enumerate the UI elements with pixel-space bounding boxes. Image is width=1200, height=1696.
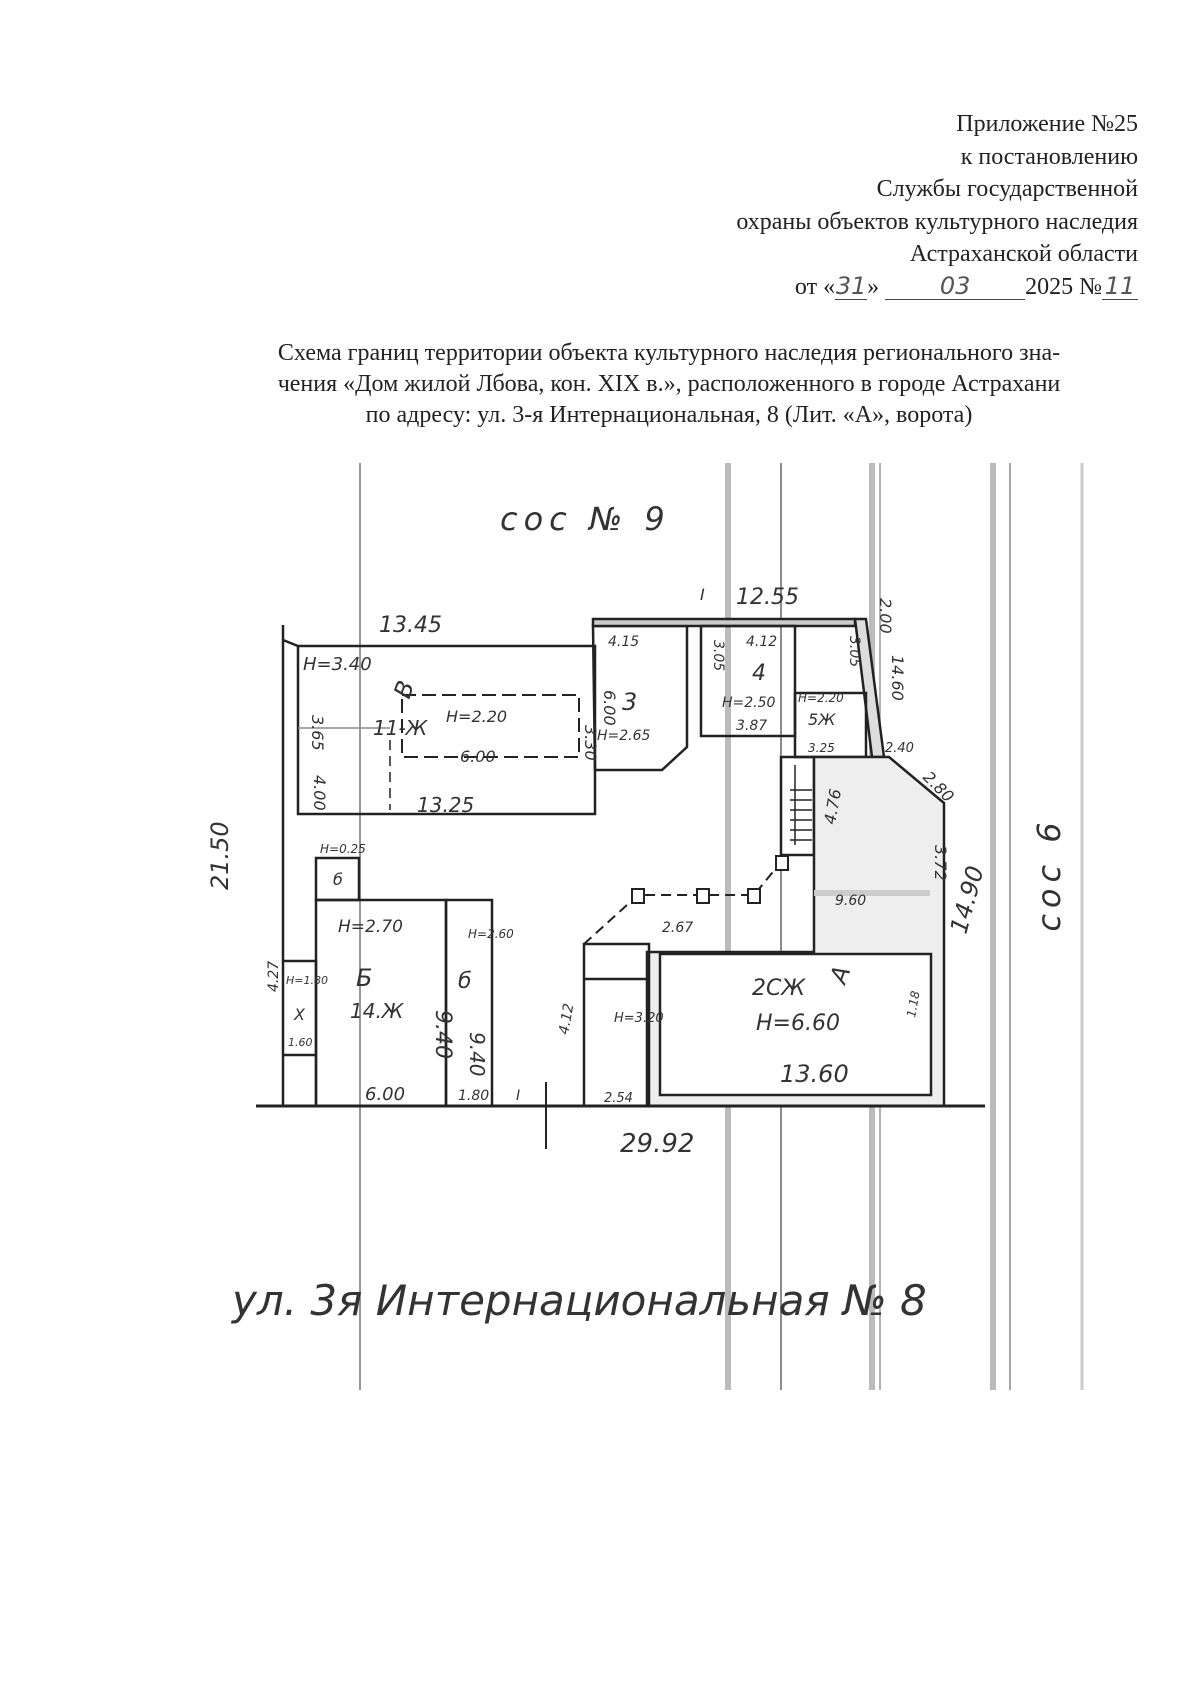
dimension-label: H=3.20 [614,1011,664,1026]
number-handwritten: 11 [1102,273,1138,300]
appendix-header: Приложение №25 к постановлению Службы го… [736,108,1138,303]
dimension-label: 4.12 [556,1002,577,1036]
dimension-label: 3.25 [808,741,835,755]
day-handwritten: 31 [835,271,868,300]
title-line: по адресу: ул. 3-я Интернациональная, 8 … [365,402,973,428]
boundary-left [282,638,299,648]
title-line: Схема границ территории объекта культурн… [277,340,1061,366]
dimension-label: H=2.50 [722,695,776,711]
dimension-label: 2.00 [876,598,895,634]
dimension-label: I [700,585,705,604]
dimension-label: 13.60 [780,1060,849,1088]
dimension-label: 2.54 [604,1091,633,1106]
fence-post [631,888,645,904]
dimension-label: 4 [752,661,766,686]
dimension-label: 4.15 [608,634,639,650]
dimension-label: 6.00 [600,690,619,726]
dimension-label: H=2.65 [597,728,651,744]
dimension-label: 3.87 [736,718,767,734]
dimension-label: 14.60 [888,655,907,701]
dimension-label: В [388,677,420,702]
dimension-label: 4.00 [310,775,329,811]
dimension-label: 29.92 [620,1129,694,1159]
dimension-label: 2.40 [885,741,914,756]
dimension-label: Б [356,964,372,992]
dimension-label: 2СЖ [752,976,806,1001]
dimension-label: 3.30 [581,725,600,761]
dimension-label: б [458,969,472,994]
header-line: охраны объектов культурного наследия [736,208,1138,235]
title-line: чения «Дом жилой Лбова, кон. XIX в.», ра… [277,371,1061,397]
room-4 [699,624,797,738]
dimension-label: 6.00 [460,747,496,766]
dimension-label: 1.18 [904,989,922,1018]
dimension-label: 1.60 [288,1036,313,1049]
dimension-label: 4.27 [266,961,282,992]
dimension-label: 4.12 [746,634,777,650]
dimension-label: H=2.60 [468,927,514,941]
dimension-label: 9.40 [465,1032,489,1077]
neighbor-top-label: сос № 9 [500,500,671,538]
dimension-label: 3.05 [710,640,726,671]
dimension-label: 21.50 [206,821,234,890]
header-line: Астраханской области [909,241,1138,267]
dimension-label: H=6.60 [756,1011,840,1036]
dimension-label: 14.Ж [350,999,405,1023]
header-line: Приложение №25 [956,111,1138,137]
inner-room [401,694,580,758]
fence-post [775,855,789,871]
dimension-label: H=0.25 [320,842,366,856]
dimension-label: 3.65 [308,715,327,751]
dimension-label: 13.45 [379,613,442,638]
dimension-label: 12.55 [736,585,799,610]
dimension-label: I [516,1088,520,1104]
dimension-label: H=2.20 [446,707,507,726]
dimension-label: 3.05 [846,636,862,667]
dimension-label: б [333,870,343,889]
month-handwritten: 03 [885,273,1026,300]
dimension-label: 11-Ж [373,716,429,740]
dimension-label: 14.90 [945,863,990,937]
buildings [256,617,985,1149]
dimension-label: Х [293,1005,306,1024]
neighbor-right-label: сос 6 [1030,816,1068,931]
header-line: к постановлению [960,143,1138,170]
dimension-label: 9.60 [835,893,866,909]
dimension-label: 6.00 [365,1084,405,1105]
dimension-label: 13.25 [417,793,474,817]
dimension-label: H=1.80 [286,974,328,987]
dimension-label: H=2.70 [338,917,403,937]
year-number: 2025 № [1025,273,1102,300]
dimension-label: 9.40 [430,1010,455,1059]
street-label: ул. 3я Интернациональная № 8 [230,1276,927,1325]
header-line: Службы государственной [876,176,1138,202]
dimension-label: H=3.40 [303,654,372,675]
fence-post [747,888,761,904]
date-quote: » [867,273,880,300]
dimension-label: 3.72 [931,845,950,881]
room-2szh [658,952,933,1097]
scheme-title: Схема границ территории объекта культурн… [200,338,1138,431]
date-prefix: от « [794,273,836,300]
fence-post [696,888,710,904]
dimension-label: 1.80 [458,1088,489,1104]
stairs [790,765,812,845]
dimension-label: 2.67 [662,920,693,936]
dimension-label: 5Ж [808,710,836,729]
dimension-label: H=2.20 [798,691,844,705]
shed [314,856,361,902]
dimension-label: 3 [622,688,637,716]
